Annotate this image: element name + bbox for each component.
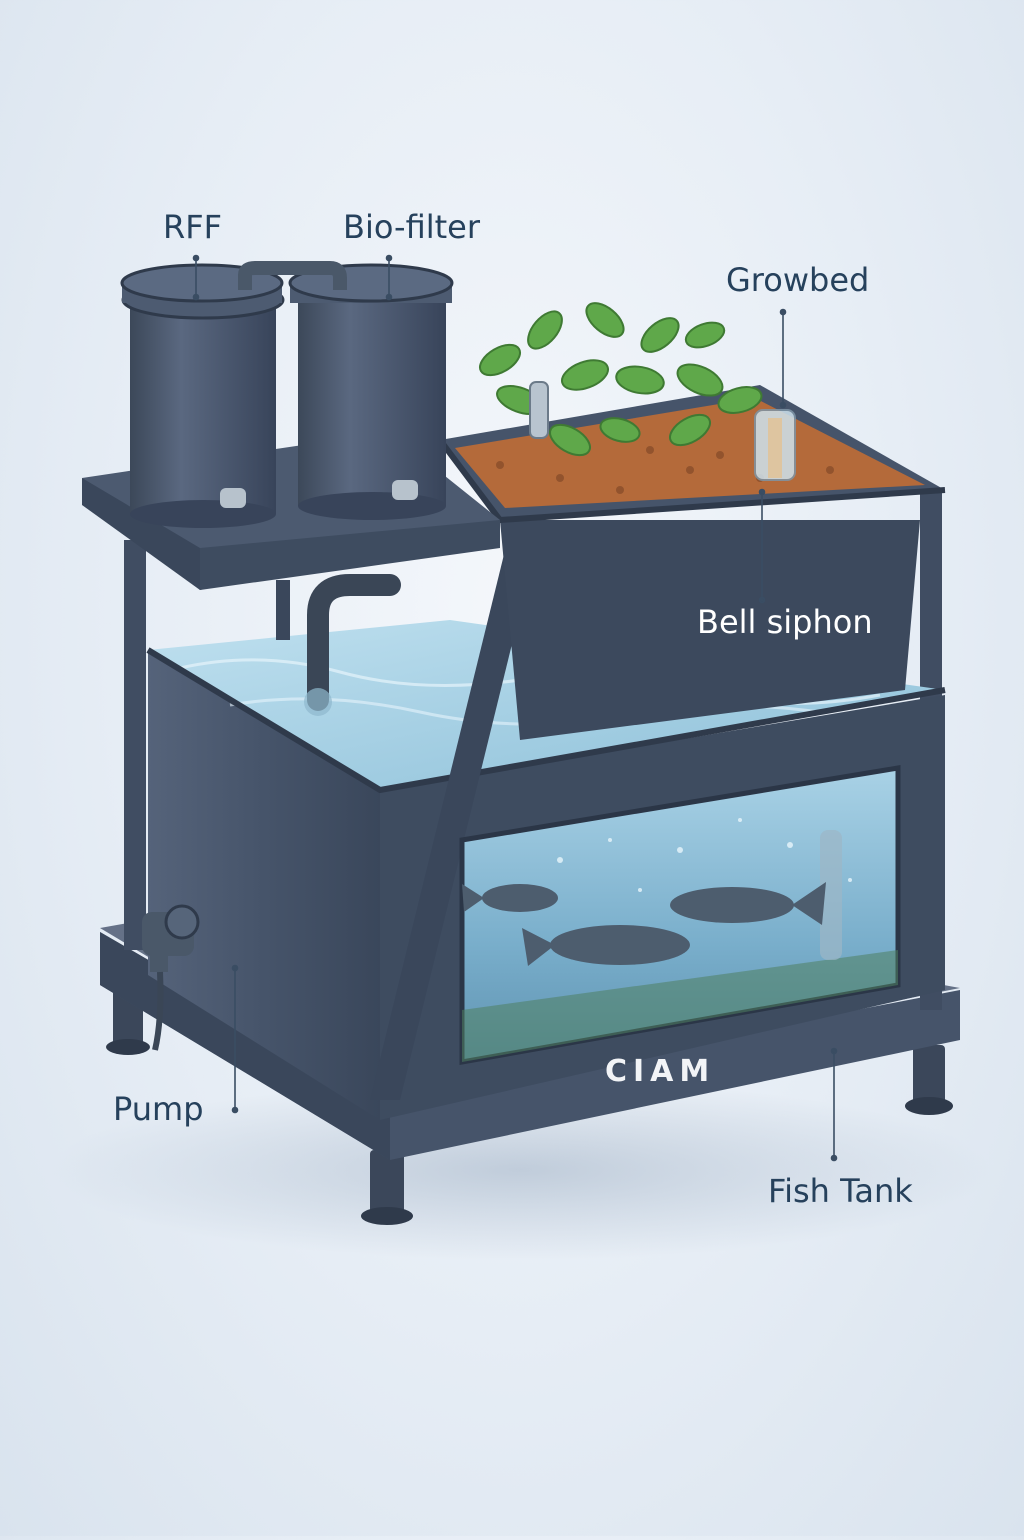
fish-3 [670, 882, 826, 925]
bell-siphon [754, 409, 796, 481]
return-pipe [307, 574, 401, 711]
connector-pipe [238, 261, 347, 290]
label-bell-siphon: Bell siphon [697, 603, 873, 641]
rff-cylinder [120, 263, 285, 528]
bio-filter-cylinder [288, 263, 454, 520]
fish-1 [462, 884, 558, 912]
fish-2 [522, 925, 690, 966]
label-fish-tank: Fish Tank [768, 1172, 913, 1210]
pump [142, 904, 200, 1051]
label-pump: Pump [113, 1090, 204, 1128]
fish [462, 882, 826, 966]
label-bio-filter: Bio-filter [343, 208, 480, 246]
label-growbed: Growbed [726, 261, 870, 299]
brand-logo-text: CIAM [605, 1054, 716, 1089]
leader-lines [192, 254, 838, 1162]
label-rff: RFF [163, 208, 223, 246]
growbed [437, 302, 946, 740]
floor-shadow [50, 1080, 990, 1260]
